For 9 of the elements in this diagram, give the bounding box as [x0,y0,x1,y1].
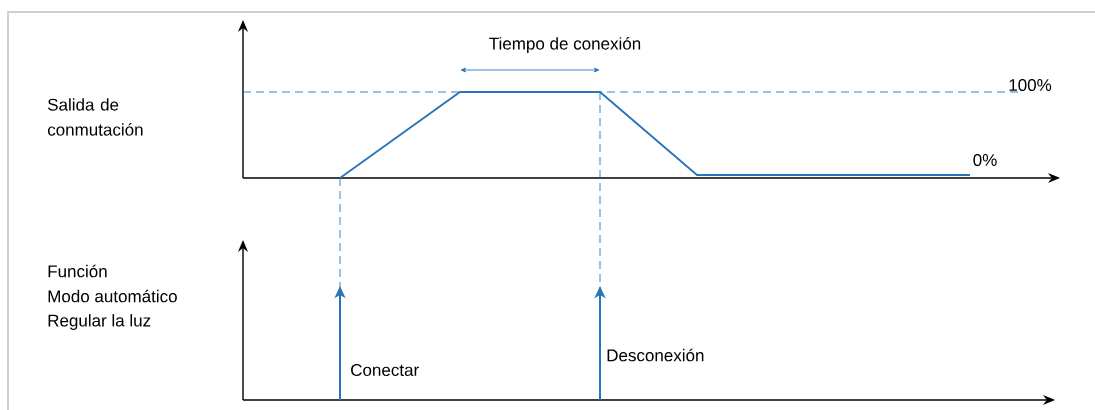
value-label: 100% [1009,79,1052,92]
axis-label: Regular la luz [48,314,151,330]
signal-label: Conectar [351,364,419,377]
signal-label: Desconexión [607,348,704,362]
value-label: 0% [973,154,997,167]
time-label: Tiempo de conexión [489,37,641,54]
axis-label: Salida de conmutación [47,98,143,136]
axis-label: Modo automático [48,289,177,303]
axis-label: Función [48,264,107,278]
